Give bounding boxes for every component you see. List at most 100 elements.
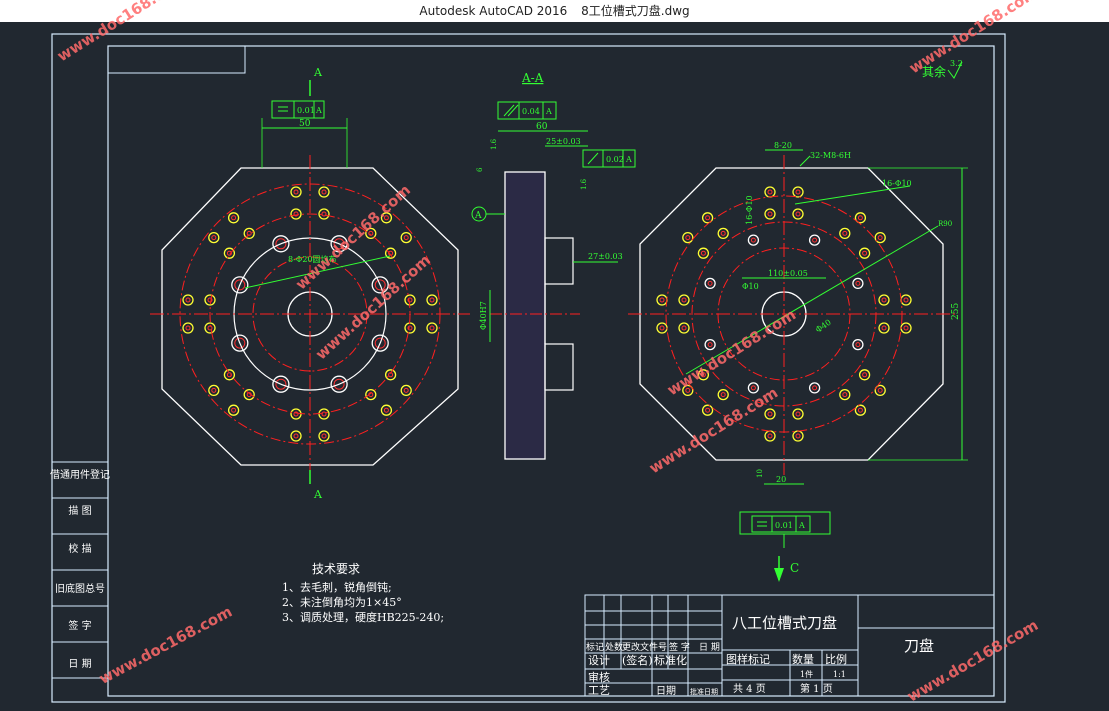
bolt-hole	[858, 247, 871, 259]
bolt-hole-inner	[700, 372, 706, 378]
rear-d40: Φ40	[814, 318, 833, 335]
side-label-5: 签 字	[68, 619, 91, 632]
tech-requirements: 技术要求 1、去毛刺，锐角倒钝; 2、未注倒角均为1×45° 3、调质处理，硬度…	[282, 562, 444, 624]
bolt-hole-inner	[429, 325, 435, 331]
bolt-hole	[858, 369, 871, 381]
rear-d10: Φ10	[742, 282, 759, 291]
bolt-hole-inner	[700, 250, 706, 256]
tech-item-2: 2、未注倒角均为1×45°	[282, 595, 402, 609]
bolt-hole	[223, 247, 236, 259]
mount-hole-inner	[275, 238, 287, 250]
bolt-hole-inner	[321, 433, 327, 439]
side-label-3: 校 描	[68, 542, 91, 555]
app-name: Autodesk AutoCAD 2016	[419, 4, 568, 18]
rear-r90: R90	[938, 220, 952, 228]
bolt-hole-inner	[903, 325, 909, 331]
rear-holes-note-b: 16-Φ10	[745, 195, 754, 225]
section-bore-dia: Φ40H7	[479, 301, 488, 330]
bolt-hole-inner	[185, 297, 191, 303]
tb-header-5: 日 期	[699, 642, 720, 653]
front-octagon	[161, 167, 459, 466]
bolt-hole-inner	[383, 407, 389, 413]
window-title: Autodesk AutoCAD 2016 8工位槽式刀盘.dwg	[0, 0, 1109, 22]
bolt-hole-inner	[881, 297, 887, 303]
tech-title: 技术要求	[312, 562, 360, 576]
front-leader	[244, 255, 391, 289]
tech-item-1: 1、去毛刺，锐角倒钝;	[282, 580, 392, 594]
bolt-hole	[874, 231, 886, 244]
section-title: A-A	[521, 71, 544, 85]
bolt-hole-inner	[795, 211, 801, 217]
window-title-bar: Autodesk AutoCAD 2016 8工位槽式刀盘.dwg	[0, 0, 1109, 23]
section-width-25: 25±0.03	[546, 137, 581, 146]
bolt-hole-inner	[767, 433, 773, 439]
rear-bottom-10: 10	[756, 469, 764, 478]
bolt-hole-inner	[407, 297, 413, 303]
mount-hole	[704, 338, 716, 351]
tb-stage-label: 图样标记	[726, 652, 770, 666]
tb-approve-date: 批准日期	[690, 687, 718, 696]
bolt-hole-inner	[795, 433, 801, 439]
side-label-2: 描 图	[68, 504, 91, 517]
bolt-hole-inner	[681, 325, 687, 331]
bolt-hole-inner	[705, 215, 711, 221]
bolt-hole-inner	[226, 372, 232, 378]
bolt-hole	[839, 227, 851, 240]
mount-hole	[747, 234, 760, 246]
mount-hole	[231, 276, 249, 294]
datum-marker-label: A	[474, 211, 482, 221]
bolt-hole	[426, 294, 438, 306]
side-label-1: 借通用件登记	[50, 468, 110, 481]
bolt-hole	[318, 208, 330, 220]
tb-sheet-no: 第 1 页	[800, 682, 833, 695]
bolt-hole-inner	[877, 387, 883, 393]
mount-hole	[808, 382, 821, 394]
bolt-hole	[792, 186, 804, 198]
bolt-hole-inner	[403, 387, 409, 393]
bolt-hole	[204, 294, 216, 306]
bolt-hole	[227, 404, 240, 416]
roughness-symbol	[947, 61, 963, 79]
bolt-hole	[792, 208, 804, 220]
rear-bottom-20: 20	[776, 475, 786, 484]
tb-role-2: (签名)	[622, 653, 653, 667]
tb-quantity: 1件	[800, 669, 813, 679]
bolt-hole	[384, 247, 397, 259]
bolt-hole	[697, 369, 710, 381]
bolt-hole	[400, 384, 412, 397]
front-pcd-note: 8-Φ20圆均布	[288, 254, 337, 264]
bolt-hole-inner	[659, 325, 665, 331]
tb-header-3: 更改文件号	[622, 641, 667, 653]
bolt-hole	[365, 227, 377, 240]
tb-weight-label: 数量	[792, 653, 814, 666]
tb-review: 审核	[588, 670, 610, 684]
tb-total-sheets: 共 4 页	[733, 683, 766, 695]
bolt-hole	[900, 294, 912, 306]
bolt-hole	[717, 227, 729, 240]
bolt-hole-inner	[720, 392, 726, 398]
code-box	[107, 45, 246, 74]
mount-hole-inner	[855, 280, 861, 286]
mount-hole-inner	[707, 342, 713, 348]
rear-tol-frame	[739, 511, 831, 535]
mount-hole	[852, 277, 864, 290]
bolt-hole-inner	[862, 372, 868, 378]
bolt-hole	[682, 384, 694, 397]
bolt-hole-inner	[231, 215, 237, 221]
rear-screw-note: 32-M8-6H	[810, 151, 851, 160]
mount-hole	[330, 235, 348, 253]
bolt-hole	[682, 231, 694, 244]
mount-hole-inner	[275, 378, 287, 390]
bolt-hole-inner	[226, 250, 232, 256]
bolt-hole-inner	[881, 325, 887, 331]
bolt-hole-inner	[403, 235, 409, 241]
bolt-hole-inner	[246, 230, 252, 236]
bolt-hole-inner	[767, 211, 773, 217]
tb-date: 日期	[656, 685, 676, 697]
bolt-hole	[223, 369, 236, 381]
bolt-hole-inner	[293, 189, 299, 195]
section-tol-frame	[497, 101, 557, 120]
tech-item-3: 3、调质处理，硬度HB225-240;	[282, 610, 444, 624]
tb-header-4: 签 字	[669, 641, 690, 653]
